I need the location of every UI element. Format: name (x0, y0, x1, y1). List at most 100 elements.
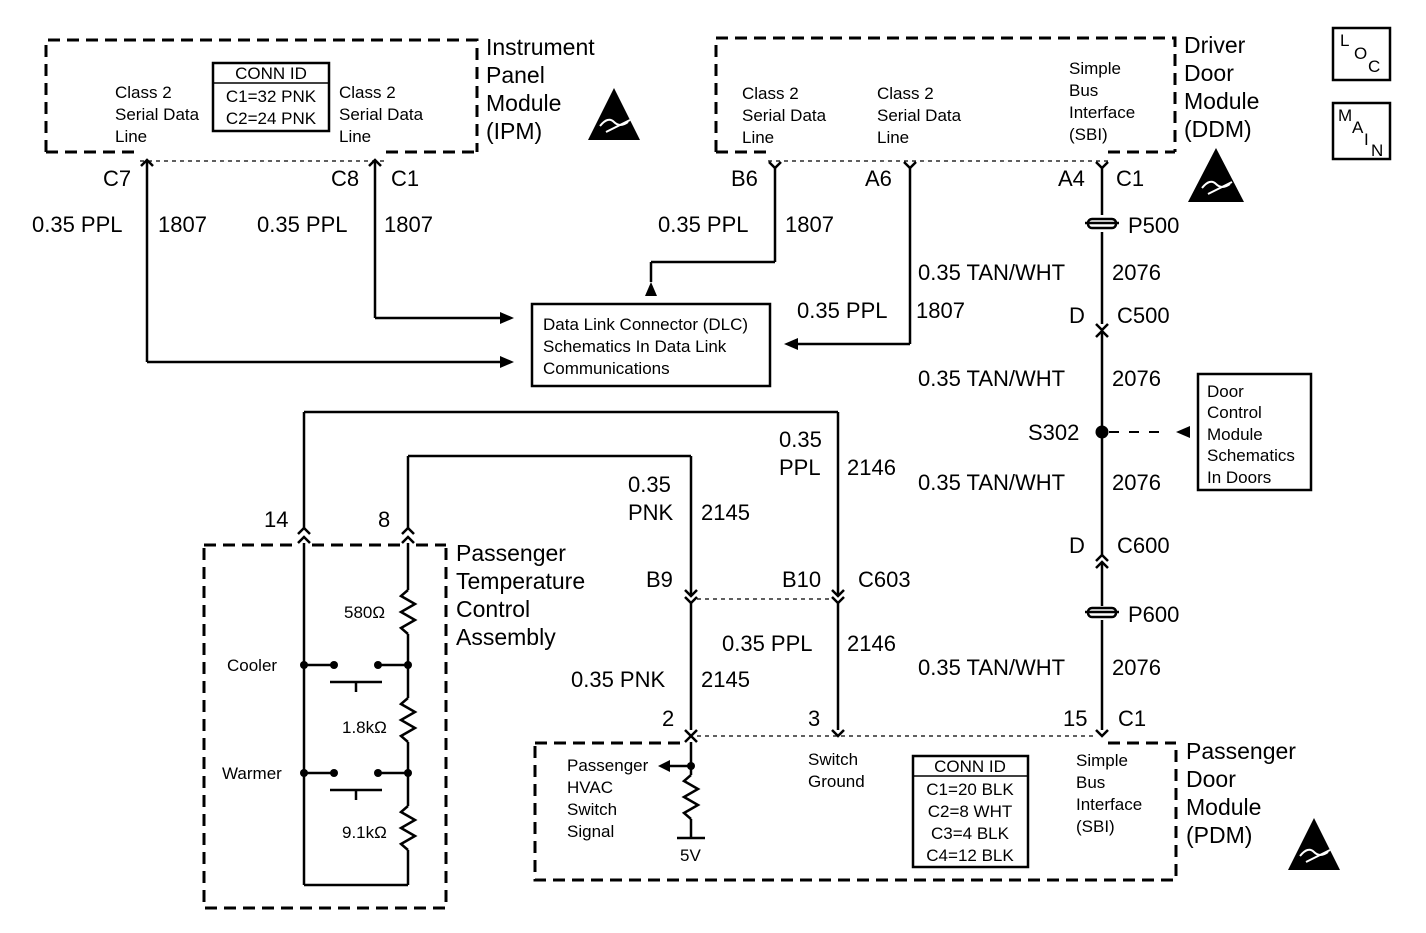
dcm-line-4: Schematics (1207, 446, 1295, 465)
ipm-name-4: (IPM) (486, 118, 542, 144)
ptca-name-1: Passenger (456, 540, 566, 566)
ptca-r2-value: 1.8kΩ (342, 718, 387, 737)
ddm-wire-a6-circuit: 1807 (916, 298, 965, 323)
pdm-conn-id-row-1: C1=20 BLK (926, 780, 1014, 799)
ipm-conn-id-title: CONN ID (235, 64, 307, 83)
main-letter-a: A (1352, 118, 1364, 137)
s302-label: S302 (1028, 420, 1079, 445)
dlc-reference-box: Data Link Connector (DLC) Schematics In … (530, 302, 772, 388)
ipm-name-1: Instrument (486, 34, 595, 60)
sbi-seg3-circuit: 2076 (1112, 470, 1161, 495)
ppl-top-circuit: 2146 (847, 455, 896, 480)
pnk-top-gauge-1: 0.35 (628, 472, 671, 497)
ptca-name-2: Temperature (456, 568, 585, 594)
dlc-line-1: Data Link Connector (DLC) (543, 315, 748, 334)
pdm-switch-ground-2: Ground (808, 772, 865, 791)
ptca-pin14-wire (297, 410, 840, 596)
ipm-name-2: Panel (486, 62, 545, 88)
ddm-label-a-3: Line (742, 128, 774, 147)
ddm-label-c-3: Interface (1069, 103, 1135, 122)
ipm-pin-c7: C7 (103, 166, 131, 191)
sbi-seg1-gauge: 0.35 TAN/WHT (918, 260, 1065, 285)
c603-pin-b9: B9 (646, 567, 673, 592)
ptca-r1-value: 580Ω (344, 603, 385, 622)
ddm-label-b-2: Serial Data (877, 106, 962, 125)
dcm-line-1: Door (1207, 382, 1244, 401)
ipm-pin-c8: C8 (331, 166, 359, 191)
ppl-top-gauge-1: 0.35 (779, 427, 822, 452)
ddm-wire-a6-gauge: 0.35 PPL (797, 298, 888, 323)
sbi-seg1-circuit: 2076 (1112, 260, 1161, 285)
ipm-conn-id-row-2: C2=24 PNK (226, 109, 317, 128)
pdm-conn-id-row-4: C4=12 BLK (926, 846, 1014, 865)
pdm-name-2: Door (1186, 766, 1236, 792)
ipm-wire1-gauge: 0.35 PPL (32, 212, 123, 237)
ipm-pin-c1: C1 (391, 166, 419, 191)
pdm-sbi-label-4: (SBI) (1076, 817, 1115, 836)
ppl-bottom-circuit: 2146 (847, 631, 896, 656)
loc-letter-o: O (1354, 44, 1367, 63)
pnk-top-circuit: 2145 (701, 500, 750, 525)
pdm-name-3: Module (1186, 794, 1261, 820)
ipm-wire2-gauge: 0.35 PPL (257, 212, 348, 237)
ddm-label-c-2: Bus (1069, 81, 1098, 100)
ptca-pin-14: 14 (264, 507, 288, 532)
ptca-pin8-wire (401, 454, 693, 596)
pdm-sbi-label-2: Bus (1076, 773, 1105, 792)
p600-label: P600 (1128, 602, 1179, 627)
sbi-seg4-gauge: 0.35 TAN/WHT (918, 655, 1065, 680)
pdm-name-4: (PDM) (1186, 822, 1252, 848)
pnk-bottom-circuit: 2145 (701, 667, 750, 692)
sbi-seg2-circuit: 2076 (1112, 366, 1161, 391)
ptca-pin-8: 8 (378, 507, 390, 532)
sbi-seg2-gauge: 0.35 TAN/WHT (918, 366, 1065, 391)
dlc-line-2: Schematics In Data Link (543, 337, 727, 356)
dlc-line-3: Communications (543, 359, 670, 378)
ptca-name-3: Control (456, 596, 530, 622)
ipm-conn-id-table: CONN ID C1=32 PNK C2=24 PNK (211, 61, 331, 133)
ipm-right-label-1: Class 2 (339, 83, 396, 102)
ipm-wire1-circuit: 1807 (158, 212, 207, 237)
ddm-label-c-1: Simple (1069, 59, 1121, 78)
sbi-seg3-gauge: 0.35 TAN/WHT (918, 470, 1065, 495)
ipm-module: Class 2 Serial Data Line Class 2 Serial … (44, 34, 640, 162)
pdm-hvac-signal-3: Switch (567, 800, 617, 819)
ptca-cooler-label: Cooler (227, 656, 277, 675)
ppl-bottom-gauge: 0.35 PPL (722, 631, 813, 656)
main-letter-n: N (1371, 141, 1383, 160)
ddm-name-4: (DDM) (1184, 116, 1252, 142)
ipm-left-label-3: Line (115, 127, 147, 146)
ipm-right-label-2: Serial Data (339, 105, 424, 124)
pdm-hvac-signal-2: HVAC (567, 778, 613, 797)
c603-label: C603 (858, 567, 911, 592)
ddm-esd-icon (1188, 148, 1244, 202)
loc-box: L O C (1331, 26, 1392, 82)
loc-letter-l: L (1340, 31, 1349, 50)
ddm-a6-connector (784, 161, 917, 350)
main-letter-m: M (1338, 106, 1352, 125)
pnk-top-gauge-2: PNK (628, 500, 674, 525)
ddm-label-a-1: Class 2 (742, 84, 799, 103)
ddm-name-3: Module (1184, 88, 1259, 114)
pdm-5v-label: 5V (680, 846, 701, 865)
ddm-label-b-3: Line (877, 128, 909, 147)
c603-connector (684, 589, 845, 730)
main-letter-i: I (1364, 130, 1369, 149)
dcm-reference-box: Door Control Module Schematics In Doors (1196, 372, 1313, 492)
main-box: M A I N (1331, 101, 1392, 161)
ptca-module: Passenger Temperature Control Assembly (202, 540, 585, 910)
pdm-pin-15: 15 (1063, 706, 1087, 731)
ddm-pin-a4: A4 (1058, 166, 1085, 191)
ptca-resistor-ladder (300, 543, 418, 887)
pdm-esd-icon (1288, 818, 1340, 870)
ddm-module: Class 2 Serial Data Line Class 2 Serial … (714, 32, 1259, 202)
ddm-wire-b6-gauge: 0.35 PPL (658, 212, 749, 237)
ddm-wire-b6-circuit: 1807 (785, 212, 834, 237)
dcm-line-5: In Doors (1207, 468, 1271, 487)
pdm-switch-ground-1: Switch (808, 750, 858, 769)
ppl-top-gauge-2: PPL (779, 455, 821, 480)
pnk-bottom-gauge: 0.35 PNK (571, 667, 665, 692)
ddm-b6-connector (645, 161, 782, 296)
ipm-left-label-2: Serial Data (115, 105, 200, 124)
